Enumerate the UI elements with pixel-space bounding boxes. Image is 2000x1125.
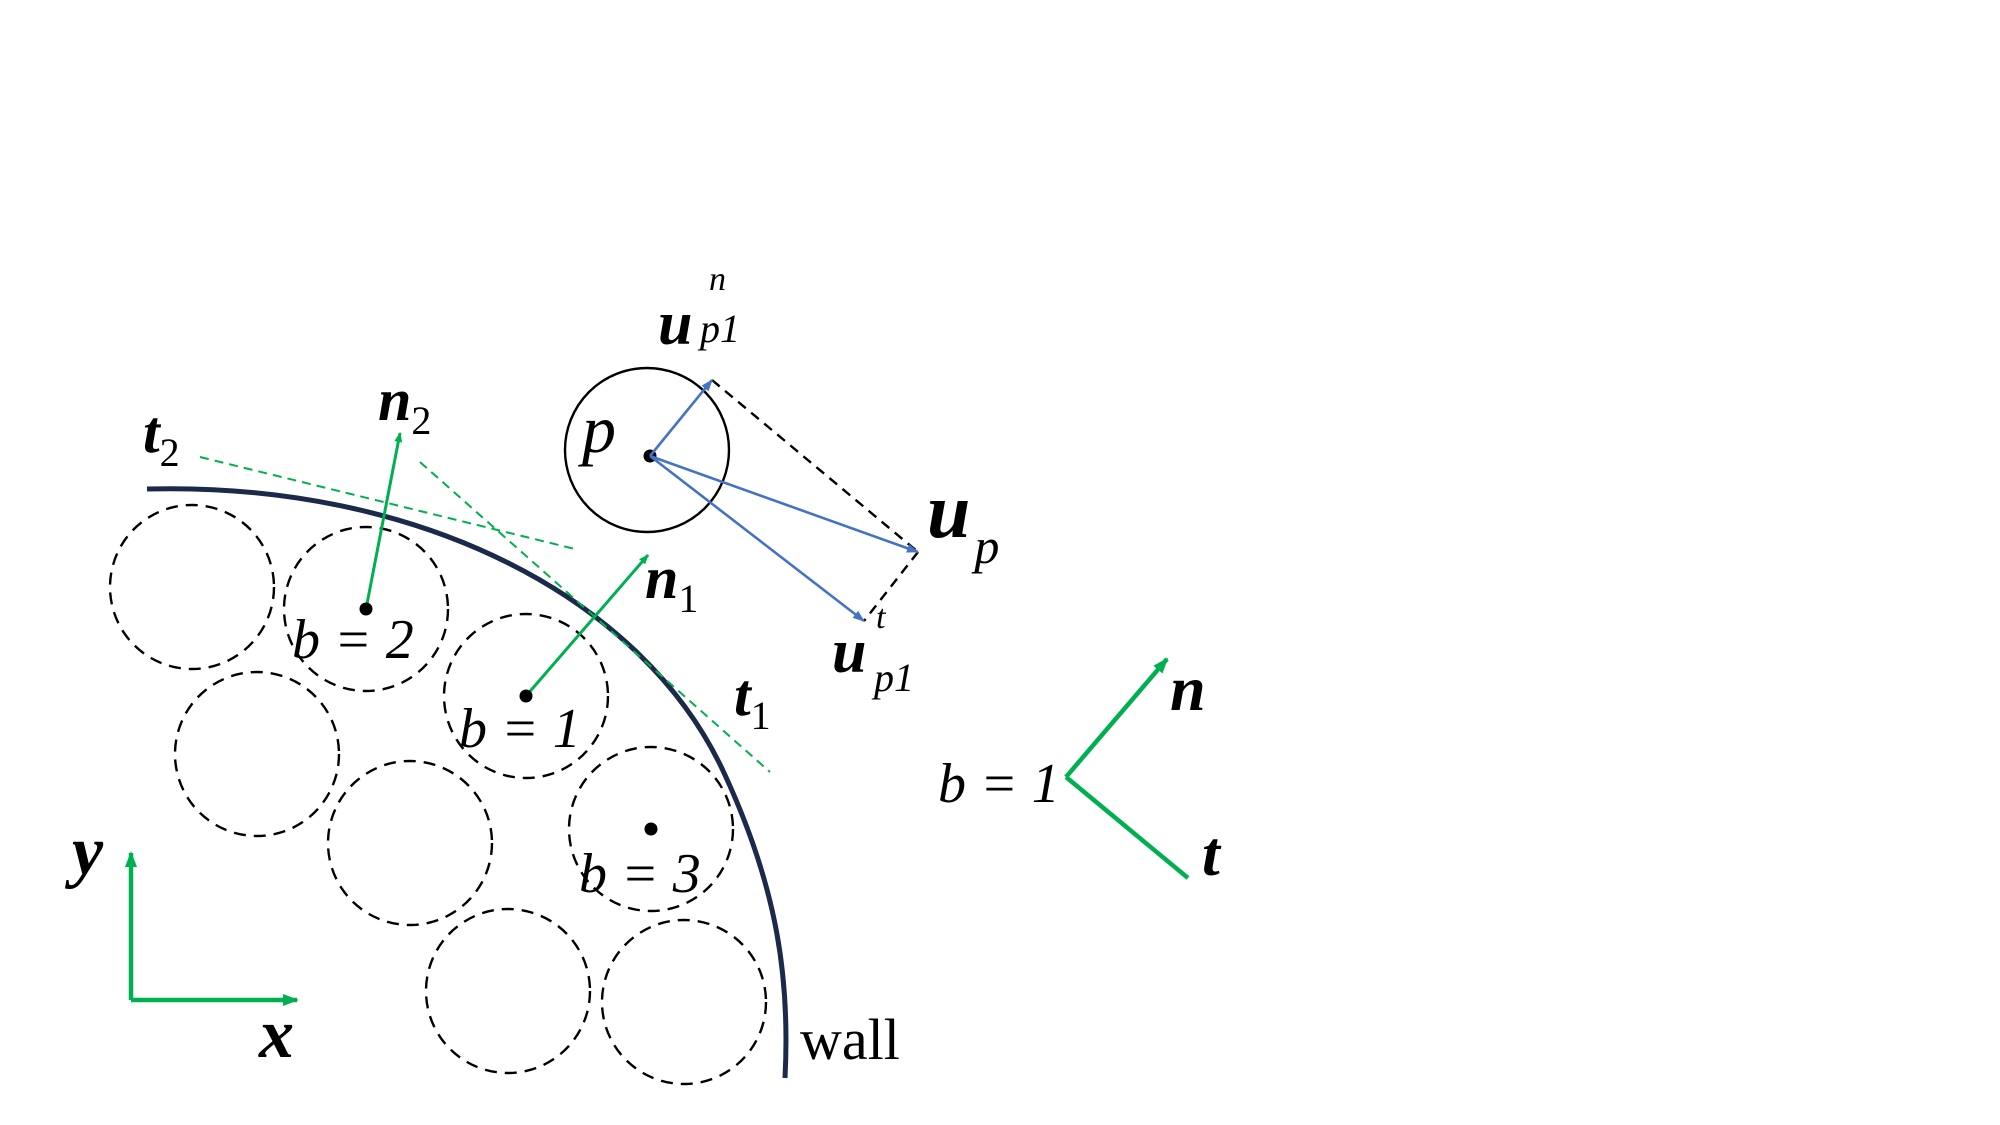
velocity-arrow-upn: [648, 379, 714, 457]
label-b2: b = 2: [292, 609, 414, 671]
bubble-circles: [108, 503, 768, 1086]
bubble-circle: [326, 759, 494, 927]
velocity-dashed-edge: [863, 551, 919, 622]
label-upt-sub: p1: [871, 655, 914, 700]
normal-arrow-n2: [364, 432, 403, 610]
label-y-axis: y: [65, 813, 104, 890]
legend-t-line: [1064, 775, 1190, 880]
velocity-arrow-up: [649, 454, 919, 554]
label-upt-sup: t: [876, 599, 887, 636]
normal-arrow-n1: [524, 554, 650, 697]
bubble-circle-b1: [442, 612, 610, 780]
bubble-circle: [173, 670, 341, 838]
label-wall: wall: [800, 1007, 900, 1072]
tangent-line-t2: [199, 456, 576, 550]
label-legend-b: b = 1: [938, 753, 1060, 815]
bubble-circle: [424, 907, 592, 1075]
label-t1: t1: [734, 662, 771, 738]
bubble-circle: [108, 503, 276, 671]
bubble-circle-b3: [567, 745, 735, 913]
bubble-center-b2: [359, 602, 373, 616]
label-b3: b = 3: [579, 843, 701, 905]
label-upt-main: u: [832, 618, 866, 686]
label-legend-t: t: [1202, 818, 1222, 889]
wall-curve: [146, 486, 789, 1079]
label-n2: n2: [378, 367, 431, 443]
label-p: p: [578, 391, 616, 467]
bubble-center-b3: [644, 822, 658, 836]
label-x-axis: x: [258, 996, 294, 1073]
label-b1: b = 1: [459, 698, 581, 760]
bubble-center-b1: [519, 689, 533, 703]
bubble-circle-b2: [282, 525, 450, 693]
velocity-arrow-upt: [649, 454, 865, 623]
label-legend-n: n: [1170, 653, 1206, 724]
bubble-circle: [600, 918, 768, 1086]
particle-circle: [563, 366, 731, 534]
label-up: up: [927, 467, 999, 574]
label-t2: t2: [143, 399, 180, 475]
label-upn-sub: p1: [697, 306, 740, 351]
velocity-dashed-edge: [711, 379, 919, 553]
legend-n-arrow: [1064, 657, 1169, 779]
label-n1: n1: [645, 545, 698, 621]
label-upn-main: u: [658, 290, 692, 358]
label-upn-sup: n: [709, 261, 726, 298]
